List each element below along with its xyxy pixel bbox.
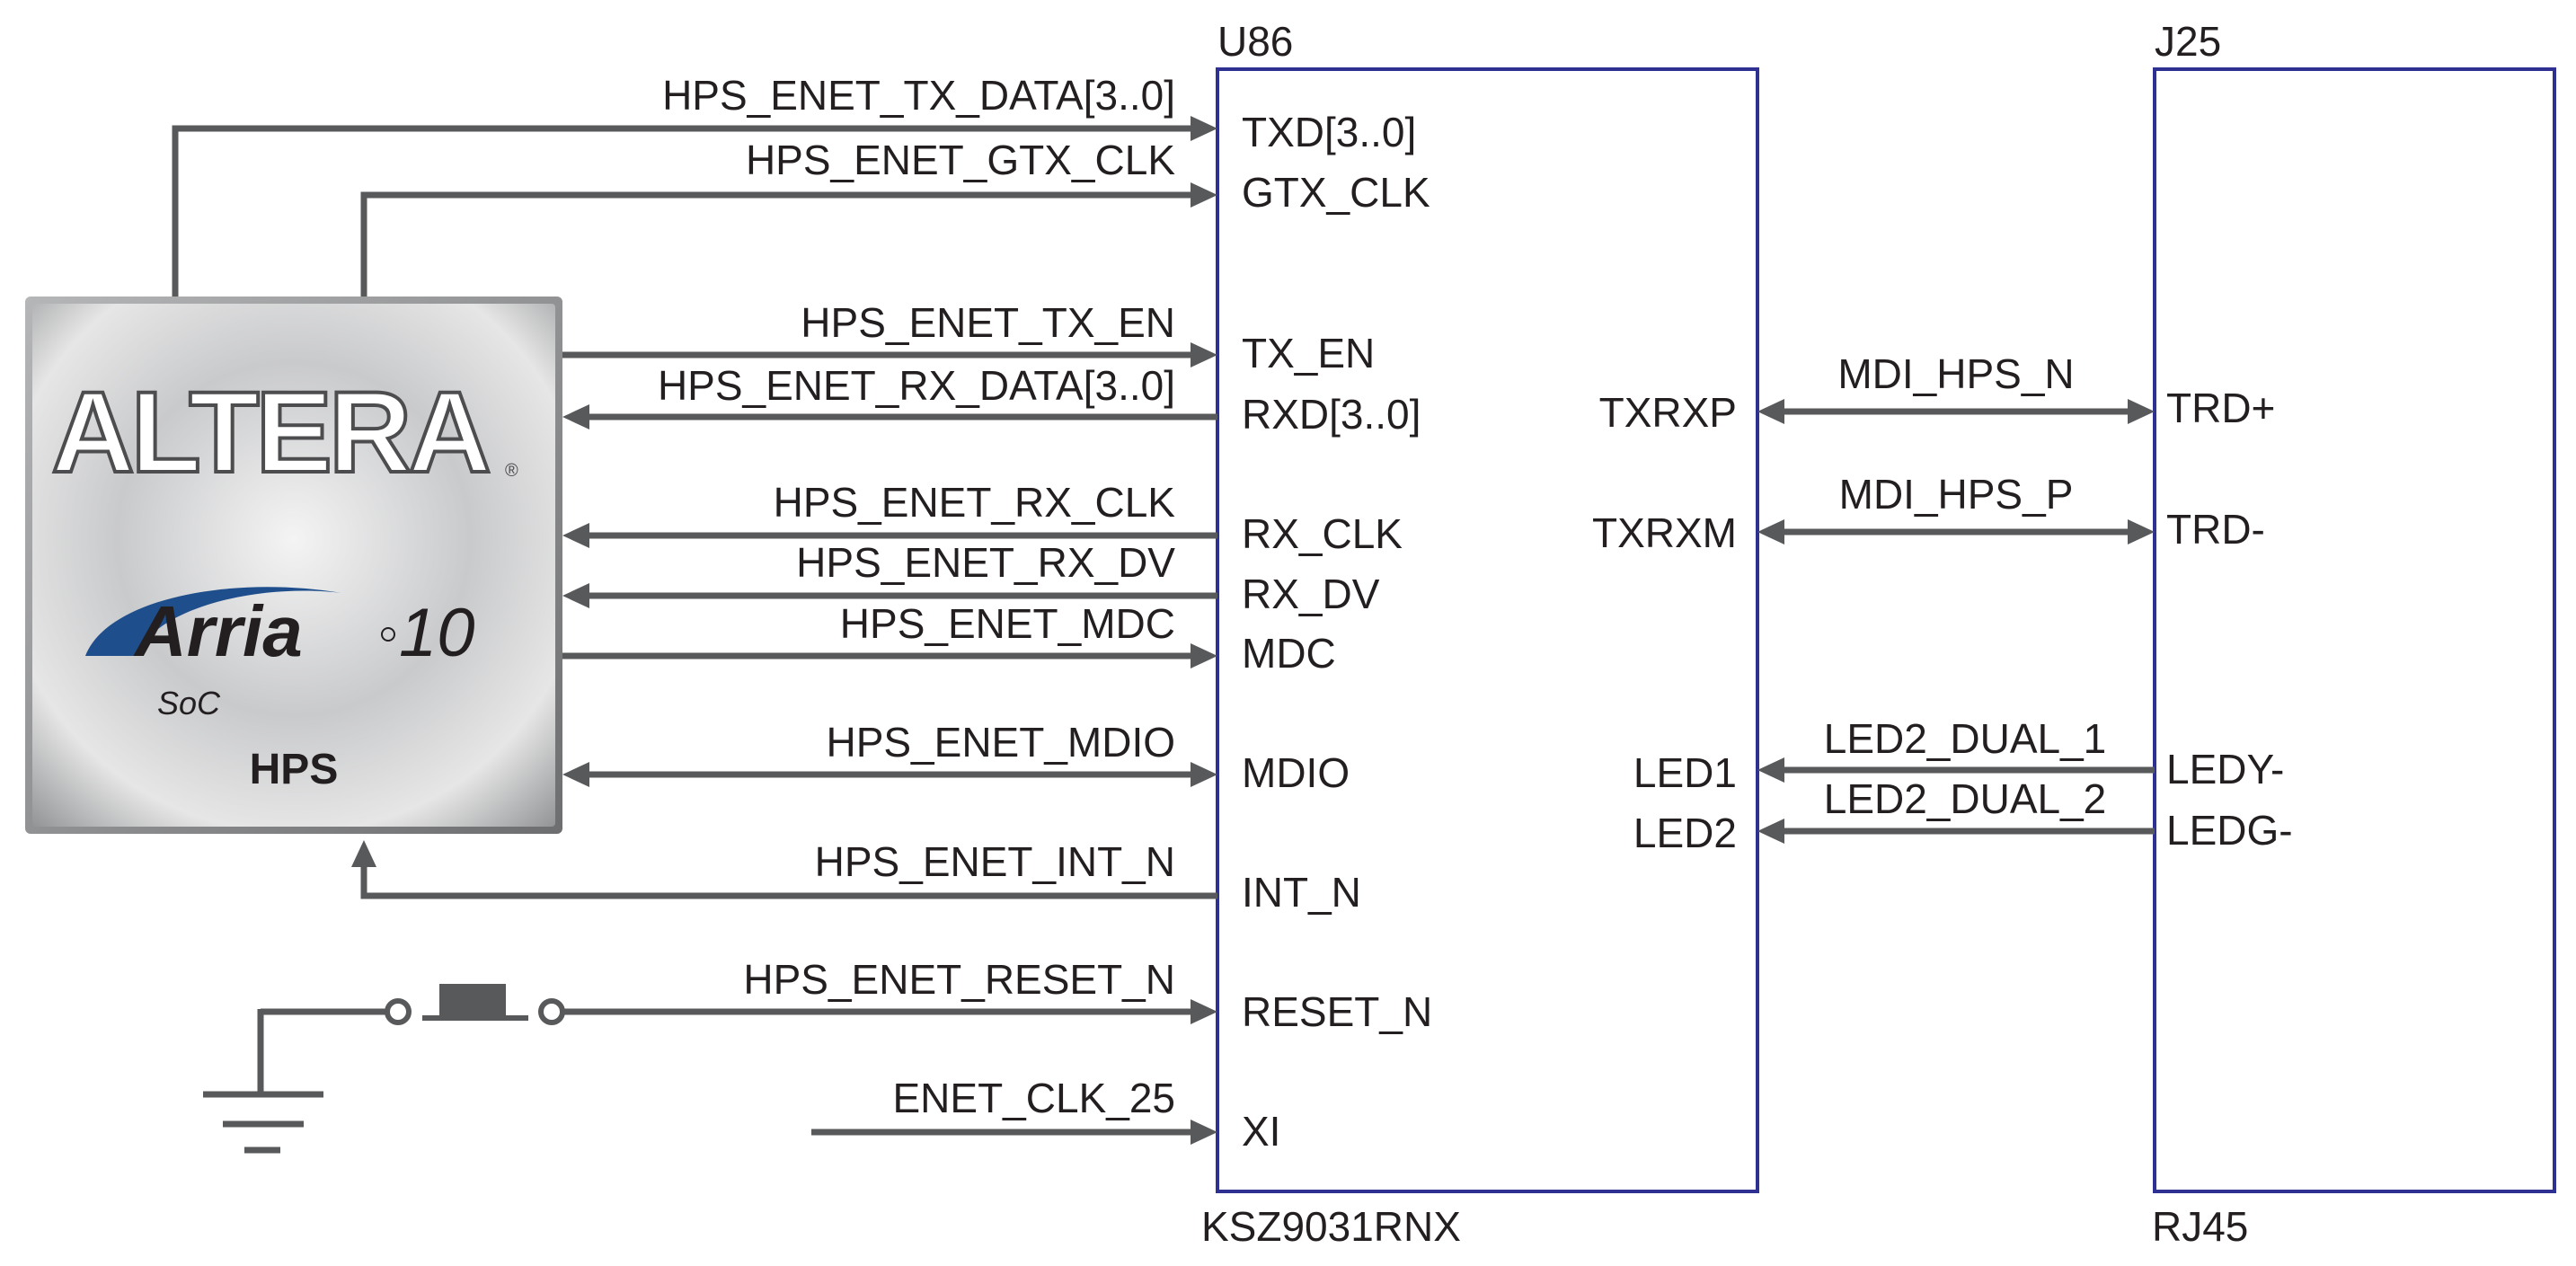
net-tx-data: HPS_ENET_TX_DATA[3..0]: [662, 72, 1175, 119]
hps-chip: ALTERA ® Arria 10 SoC HPS: [25, 297, 562, 834]
wire-int-n: [360, 858, 1217, 899]
wire-mdi-p-left-arrowhead: [1757, 519, 1784, 544]
arria-swoosh: [85, 587, 341, 656]
net-enet-clk: ENET_CLK_25: [893, 1075, 1176, 1121]
net-tx-en: HPS_ENET_TX_EN: [801, 299, 1175, 346]
wire-tx-en-arrowhead: [1191, 342, 1217, 367]
net-mdio: HPS_ENET_MDIO: [826, 719, 1175, 766]
wire-mdio-arrowhead: [1191, 762, 1217, 787]
wire-rx-dv-arrowhead: [562, 583, 589, 608]
arria-generation: 10: [399, 595, 475, 671]
svg-text:®: ®: [505, 461, 518, 481]
pin-trd-minus: TRD-: [2166, 506, 2265, 553]
phy-part-number: KSZ9031RNX: [1201, 1203, 1461, 1250]
wire-int-n-arrowhead: [351, 840, 376, 867]
connector-pins: TRD+ TRD- LEDY- LEDG-: [2166, 385, 2293, 854]
net-gtx-clk: HPS_ENET_GTX_CLK: [746, 137, 1175, 183]
pin-txrxp: TXRXP: [1599, 389, 1737, 436]
wire-gtx-clk: [360, 191, 1198, 297]
wire-mdc-arrowhead: [1191, 643, 1217, 668]
pin-txd: TXD[3..0]: [1242, 109, 1416, 155]
pin-led2: LED2: [1633, 810, 1737, 856]
net-mdc: HPS_ENET_MDC: [840, 600, 1175, 647]
wire-rx-data-arrowhead: [562, 404, 589, 429]
wire-tx-data: [172, 125, 1198, 297]
wire-tx-data-arrowhead: [1191, 116, 1217, 141]
wire-rx-clk-arrowhead: [562, 523, 589, 548]
pin-led1: LED1: [1633, 749, 1737, 796]
phy-chip-u86: U86 KSZ9031RNX: [1201, 18, 1759, 1250]
wire-mdi-n-arrowhead: [2128, 399, 2155, 424]
net-rx-dv: HPS_ENET_RX_DV: [796, 539, 1175, 586]
pin-mdio: MDIO: [1242, 749, 1350, 796]
net-int-n: HPS_ENET_INT_N: [815, 838, 1175, 885]
wire-gtx-clk-arrowhead: [1191, 182, 1217, 208]
pin-mdc: MDC: [1242, 630, 1336, 677]
wire-mdi-p-arrowhead: [2128, 519, 2155, 544]
pin-ledg: LEDG-: [2166, 807, 2293, 854]
net-rx-data: HPS_ENET_RX_DATA[3..0]: [658, 362, 1175, 409]
net-rx-clk: HPS_ENET_RX_CLK: [774, 479, 1176, 526]
phy-refdes: U86: [1217, 18, 1293, 65]
pin-rx-dv: RX_DV: [1242, 571, 1380, 617]
pin-ledy: LEDY-: [2166, 746, 2284, 792]
right-net-labels: MDI_HPS_N MDI_HPS_P LED2_DUAL_1 LED2_DUA…: [1824, 350, 2107, 822]
wire-mdi-n-left-arrowhead: [1757, 399, 1784, 424]
net-reset-n: HPS_ENET_RESET_N: [743, 956, 1175, 1003]
reset-pushbutton: [261, 984, 565, 1025]
net-mdi-p: MDI_HPS_P: [1839, 471, 2074, 518]
rj45-connector-j25: J25 RJ45: [2152, 18, 2556, 1250]
pin-gtx-clk: GTX_CLK: [1242, 169, 1430, 216]
wire-enet-clk-arrowhead: [1191, 1120, 1217, 1145]
net-led-dual-1: LED2_DUAL_1: [1824, 715, 2107, 762]
wire-led1-arrowhead: [1757, 757, 1784, 783]
phy-left-pins: TXD[3..0] GTX_CLK TX_EN RXD[3..0] RX_CLK…: [1242, 109, 1432, 1155]
pin-rx-clk: RX_CLK: [1242, 510, 1403, 557]
ground-symbol: [203, 1009, 323, 1154]
wire-mdio-left-arrowhead: [562, 762, 589, 787]
pin-txrxm: TXRXM: [1592, 509, 1737, 556]
wire-led2-arrowhead: [1757, 819, 1784, 844]
hps-label: HPS: [250, 746, 339, 793]
pin-xi: XI: [1242, 1108, 1280, 1155]
pin-trd-plus: TRD+: [2166, 385, 2275, 431]
wire-reset-n-arrowhead: [1191, 999, 1217, 1024]
pin-rxd: RXD[3..0]: [1242, 391, 1421, 438]
pin-int-n: INT_N: [1242, 869, 1361, 916]
pin-tx-en: TX_EN: [1242, 330, 1375, 376]
arria-wordmark: Arria: [133, 591, 303, 671]
connector-refdes: J25: [2155, 18, 2221, 65]
signal-wires: [172, 116, 2155, 1145]
altera-logo: ALTERA: [51, 368, 489, 497]
phy-right-pins: TXRXP TXRXM LED1 LED2: [1592, 389, 1737, 856]
pin-reset-n: RESET_N: [1242, 988, 1432, 1035]
connector-part: RJ45: [2152, 1203, 2248, 1250]
net-led-dual-2: LED2_DUAL_2: [1824, 775, 2107, 822]
left-net-labels: HPS_ENET_TX_DATA[3..0] HPS_ENET_GTX_CLK …: [658, 72, 1175, 1121]
soc-subtitle: SoC: [157, 685, 221, 722]
net-mdi-n: MDI_HPS_N: [1837, 350, 2074, 397]
